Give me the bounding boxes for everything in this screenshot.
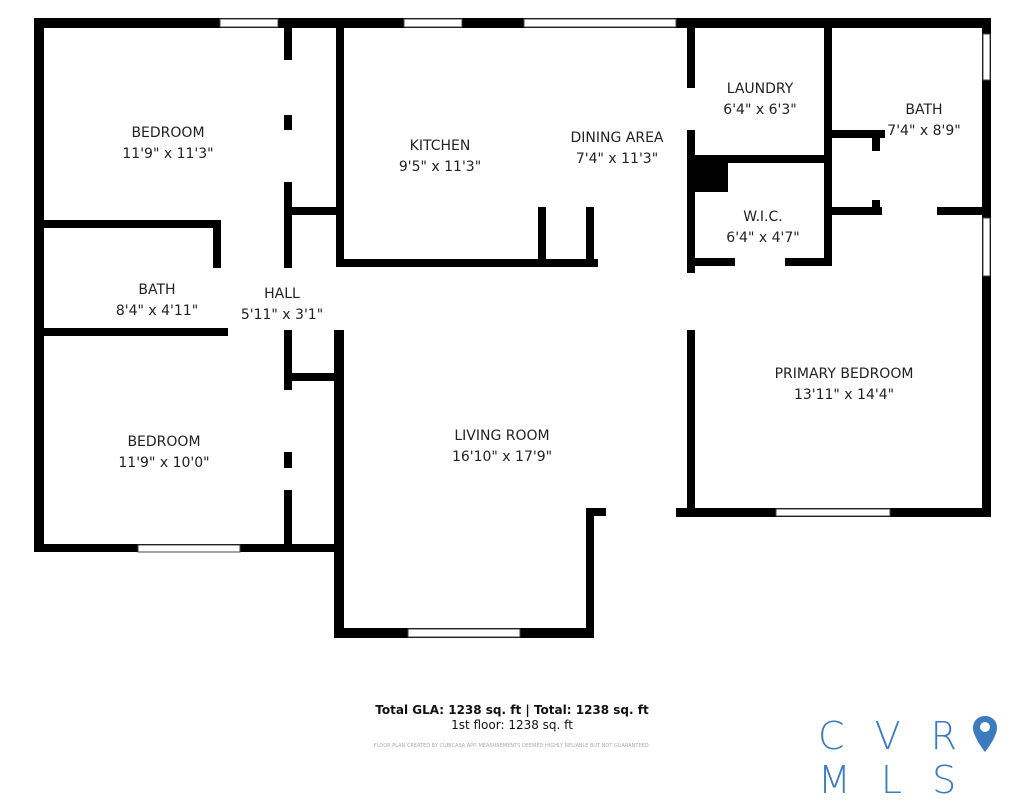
- room-name: W.I.C.: [743, 209, 783, 225]
- room-name: LIVING ROOM: [454, 428, 550, 444]
- room-size: 6'4" x 4'7": [726, 230, 800, 246]
- windows: [137, 18, 991, 638]
- room-size: 5'11" x 3'1": [240, 307, 324, 323]
- cvrmls-logo: C V RM L S: [818, 714, 1024, 802]
- room-name: BEDROOM: [127, 434, 201, 450]
- room-wic: W.I.C. 6'4" x 4'7": [726, 207, 799, 249]
- room-laundry: LAUNDRY 6'4" x 6'3": [723, 79, 796, 121]
- room-bedroom-1: BEDROOM 11'9" x 11'3": [122, 123, 213, 165]
- room-name: BEDROOM: [131, 125, 205, 141]
- wall-living-left: [334, 330, 344, 638]
- room-size: 13'11" x 14'4": [793, 387, 895, 403]
- room-size: 11'9" x 11'3": [122, 146, 214, 162]
- room-size: 7'4" x 8'9": [887, 123, 961, 139]
- room-name: KITCHEN: [409, 138, 471, 154]
- room-hall: HALL 5'11" x 3'1": [241, 284, 323, 326]
- walls: [34, 18, 991, 638]
- room-bedroom-2: BEDROOM 11'9" x 10'0": [118, 432, 209, 474]
- room-dining-area: DINING AREA 7'4" x 11'3": [570, 128, 663, 170]
- room-size: 11'9" x 10'0": [118, 455, 210, 471]
- room-kitchen: KITCHEN 9'5" x 11'3": [399, 136, 481, 178]
- room-bath-primary: BATH 7'4" x 8'9": [887, 100, 960, 142]
- wall-top: [34, 18, 990, 28]
- room-name: BATH: [138, 282, 176, 298]
- room-name: PRIMARY BEDROOM: [774, 366, 914, 382]
- room-name: BATH: [905, 102, 943, 118]
- room-size: 9'5" x 11'3": [398, 159, 482, 175]
- room-name: DINING AREA: [570, 130, 664, 146]
- room-size: 6'4" x 6'3": [723, 102, 797, 118]
- floor-plan: [34, 18, 991, 638]
- floor-area: 1st floor: 1238 sq. ft: [451, 718, 573, 732]
- room-bath: BATH 8'4" x 4'11": [116, 280, 198, 322]
- room-name: LAUNDRY: [726, 81, 794, 97]
- room-living-room: LIVING ROOM 16'10" x 17'9": [452, 426, 552, 468]
- map-pin-icon: [972, 715, 998, 752]
- room-size: 16'10" x 17'9": [451, 449, 553, 465]
- room-size: 8'4" x 4'11": [115, 303, 199, 319]
- wall-left: [34, 18, 44, 552]
- room-primary-bedroom: PRIMARY BEDROOM 13'11" x 14'4": [775, 364, 914, 406]
- room-size: 7'4" x 11'3": [575, 151, 659, 167]
- room-name: HALL: [264, 286, 300, 302]
- disclaimer: FLOOR PLAN CREATED BY CUBICASA APP. MEAS…: [373, 743, 651, 749]
- wall-living-right: [586, 508, 594, 638]
- total-area: Total GLA: 1238 sq. ft | Total: 1238 sq.…: [375, 703, 649, 717]
